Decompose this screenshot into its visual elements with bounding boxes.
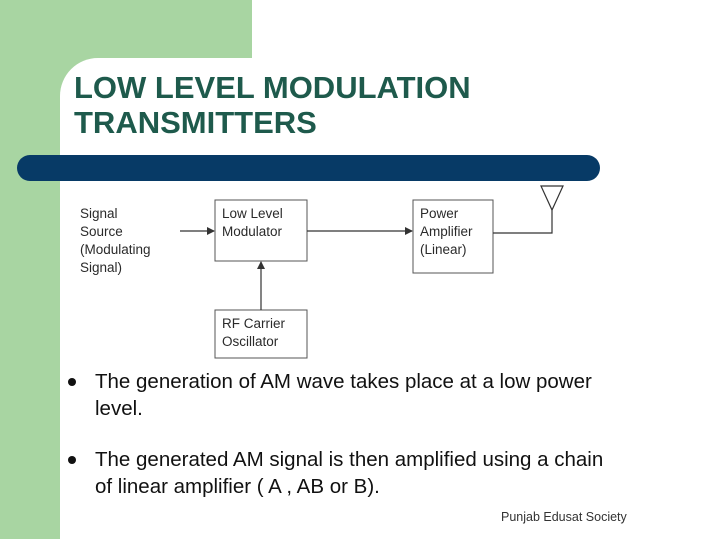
power-amplifier-line-1: Power: [420, 206, 459, 221]
bullet-1-line-2: level.: [95, 397, 143, 420]
rf-oscillator-line-2: Oscillator: [222, 334, 279, 349]
bullet-2-line-2: of linear amplifier ( A , AB or B).: [95, 475, 380, 498]
signal-source-line-2: Source: [80, 224, 123, 239]
title-underline-bar: [17, 155, 600, 181]
rf-oscillator-line-1: RF Carrier: [222, 316, 286, 331]
modulator-box: [214, 199, 308, 262]
modulator-line-1: Low Level: [222, 206, 283, 221]
bullet-dot-icon: [68, 378, 76, 386]
antenna-icon: [540, 185, 564, 212]
signal-source-line-3: (Modulating: [80, 242, 151, 257]
slide-title-line-1: LOW LEVEL MODULATION: [74, 70, 471, 105]
bullet-item: The generated AM signal is then amplifie…: [68, 446, 688, 500]
slide-title-line-2: TRANSMITTERS: [74, 105, 317, 140]
signal-source-line-4: Signal): [80, 260, 122, 275]
signal-source-line-1: Signal: [80, 206, 118, 221]
bullet-dot-icon: [68, 456, 76, 464]
rf-oscillator-box: [214, 309, 308, 359]
footer-credit: Punjab Edusat Society: [501, 510, 627, 524]
power-amplifier-block: Power Amplifier (Linear): [412, 199, 494, 274]
power-amplifier-line-2: Amplifier: [420, 224, 473, 239]
content-panel: [60, 58, 720, 539]
slide-title: LOW LEVEL MODULATION TRANSMITTERS: [74, 70, 471, 140]
bullet-item: The generation of AM wave takes place at…: [68, 368, 688, 422]
bullet-2-line-1: The generated AM signal is then amplifie…: [95, 448, 604, 471]
bullet-list: The generation of AM wave takes place at…: [68, 368, 688, 524]
power-amplifier-box: [412, 199, 494, 274]
power-amplifier-line-3: (Linear): [420, 242, 467, 257]
signal-source-label: Signal Source (Modulating Signal): [80, 206, 151, 275]
amplifier-to-antenna-line: [493, 210, 553, 234]
rf-oscillator-block: RF Carrier Oscillator: [214, 309, 308, 359]
bullet-1-line-1: The generation of AM wave takes place at…: [95, 370, 592, 393]
modulator-block: Low Level Modulator: [214, 199, 308, 262]
modulator-line-2: Modulator: [222, 224, 283, 239]
